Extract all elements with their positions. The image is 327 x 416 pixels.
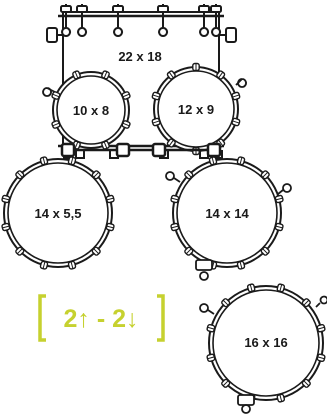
floor-tom-14-legs xyxy=(165,171,292,281)
tension-lug-icon xyxy=(105,222,116,232)
tension-lug-icon xyxy=(236,260,246,271)
tension-lug-icon xyxy=(316,323,327,333)
floor-tom-16-label: 16 x 16 xyxy=(244,335,287,350)
bass-drum-side-mounts xyxy=(46,27,237,43)
tom-12-label: 12 x 9 xyxy=(178,102,214,117)
tension-lug-icon xyxy=(230,91,241,101)
tension-lug-icon xyxy=(67,260,77,271)
tom-10-drum: 10 x 8 xyxy=(42,69,132,151)
floor-tom-16-legs xyxy=(199,295,327,414)
tom-holder xyxy=(60,142,222,158)
tension-lug-icon xyxy=(192,62,200,72)
snare-drum: 14 x 5,5 xyxy=(0,155,116,271)
tension-lug-icon xyxy=(0,194,11,204)
tom-12-mount-icon xyxy=(235,78,247,88)
tension-lug-icon xyxy=(105,194,116,204)
tension-lug-icon xyxy=(316,353,327,363)
bass-drum-top-lugs xyxy=(60,4,222,37)
tension-lug-icon xyxy=(39,260,49,271)
tom-configuration-notation: 2↑ - 2↓ xyxy=(38,294,165,342)
tom-12-drum: 12 x 9 xyxy=(151,62,247,156)
tension-lug-icon xyxy=(169,194,180,204)
floor-tom-16-drum: 16 x 16 xyxy=(199,282,327,414)
tension-lug-icon xyxy=(276,393,286,404)
tension-lug-icon xyxy=(230,117,241,127)
notation-label: 2↑ - 2↓ xyxy=(63,305,138,333)
tension-lug-icon xyxy=(67,155,77,166)
tension-lug-icon xyxy=(205,353,216,363)
tension-lug-icon xyxy=(274,194,285,204)
tension-lug-icon xyxy=(0,222,11,232)
tom-10-label: 10 x 8 xyxy=(73,103,109,118)
tension-lug-icon xyxy=(236,155,246,166)
tension-lug-icon xyxy=(246,282,256,293)
tension-lug-icon xyxy=(39,155,49,166)
tension-lug-icon xyxy=(169,222,180,232)
tension-lug-icon xyxy=(151,91,162,101)
tom-10-mount-icon xyxy=(42,87,56,97)
floor-tom-14-drum: 14 x 14 xyxy=(165,155,292,281)
bass-drum-label: 22 x 18 xyxy=(118,49,161,64)
floor-tom-14-label: 14 x 14 xyxy=(205,206,249,221)
tension-lug-icon xyxy=(274,222,285,232)
tension-lug-icon xyxy=(208,155,218,166)
tension-lug-icon xyxy=(151,117,162,127)
snare-label: 14 x 5,5 xyxy=(35,206,82,221)
tension-lug-icon xyxy=(205,323,216,333)
tension-lug-icon xyxy=(276,282,286,293)
